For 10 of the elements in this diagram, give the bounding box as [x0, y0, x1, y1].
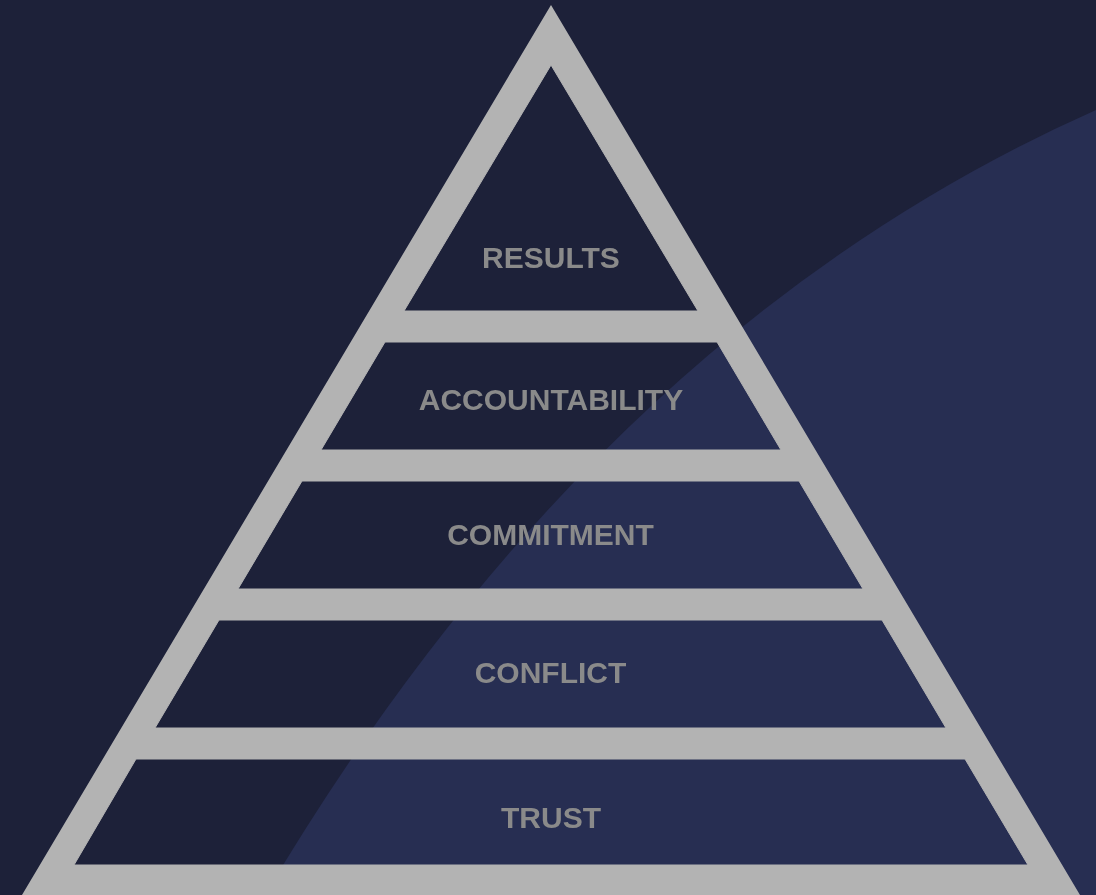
pyramid-apex — [404, 65, 698, 311]
tier-label: RESULTS — [481, 241, 621, 275]
pyramid-tier — [321, 342, 781, 450]
tier-label: TRUST — [500, 801, 602, 835]
tier-label: ACCOUNTABILITY — [417, 383, 685, 417]
tier-label: COMMITMENT — [446, 518, 655, 552]
pyramid-tier — [74, 759, 1028, 865]
tier-label: CONFLICT — [473, 656, 628, 690]
pyramid-tier — [155, 620, 946, 728]
pyramid-tier — [238, 481, 863, 589]
